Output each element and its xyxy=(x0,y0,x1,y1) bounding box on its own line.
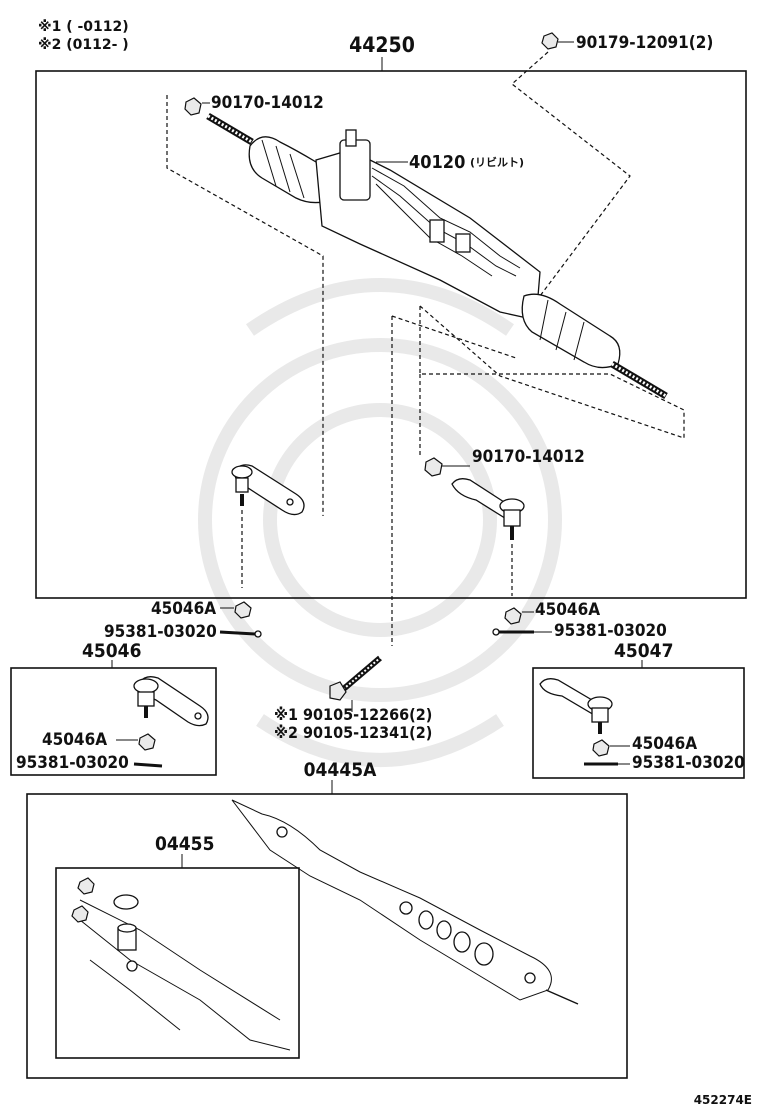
lock-nut-right-label: 90170-14012 xyxy=(472,447,585,467)
gasket-kit-sub-box xyxy=(55,867,300,1059)
watermark-emblem xyxy=(198,278,562,767)
bolt-label-2: ※2 90105-12341(2) xyxy=(274,723,432,742)
tie-rod-end-left xyxy=(231,464,305,516)
note-1: ※1 ( -0112) xyxy=(38,19,129,35)
gasket-kit-label: 04445A xyxy=(304,759,377,781)
nut-right-label: 45046A xyxy=(535,600,600,620)
gear-label: 40120 xyxy=(409,152,465,173)
end-right-box xyxy=(532,667,745,779)
cotter-pin-left-part xyxy=(219,630,262,638)
clamp-nut-part xyxy=(541,32,574,50)
nut-left-inset-label: 45046A xyxy=(42,730,107,750)
gear-rebuilt-note: (リビルト) xyxy=(470,155,524,169)
gasket-kit-box xyxy=(26,793,628,1079)
steering-gear-body xyxy=(206,112,668,400)
nut-left-label: 45046A xyxy=(151,599,216,619)
bolt-label-1: ※1 90105-12266(2) xyxy=(274,705,432,724)
clamp-nut-label: 90179-12091(2) xyxy=(576,33,713,53)
figure-id: 452274E xyxy=(694,1093,752,1107)
gasket-kit-sub-outline xyxy=(71,877,291,1051)
lock-nut-right-part xyxy=(424,457,470,477)
gasket-kit-rack-outline xyxy=(231,799,579,1005)
end-left-box xyxy=(10,667,217,776)
lock-nut-left-label: 90170-14012 xyxy=(211,93,324,113)
assembly-box xyxy=(35,70,747,599)
nut-left-part xyxy=(234,601,252,619)
end-left-label: 45046 xyxy=(82,640,141,662)
pin-left-label: 95381-03020 xyxy=(104,622,217,642)
end-right-label: 45047 xyxy=(614,640,673,662)
assembly-label: 44250 xyxy=(349,33,415,57)
cotter-pin-right-part xyxy=(492,628,534,636)
tie-rod-end-left-inset xyxy=(133,676,209,768)
tie-rod-end-right-inset xyxy=(539,678,618,766)
note-2: ※2 (0112- ) xyxy=(38,37,129,53)
bolt-part xyxy=(329,655,382,701)
tie-rod-end-right xyxy=(451,478,525,540)
pin-left-inset-label: 95381-03020 xyxy=(16,753,129,773)
pin-right-label: 95381-03020 xyxy=(554,621,667,641)
nut-right-inset-label: 45046A xyxy=(632,734,697,754)
nut-right-part xyxy=(504,607,522,625)
gasket-kit-sub-label: 04455 xyxy=(155,833,214,855)
pin-right-inset-label: 95381-03020 xyxy=(632,753,745,773)
lock-nut-left-part xyxy=(184,97,210,116)
